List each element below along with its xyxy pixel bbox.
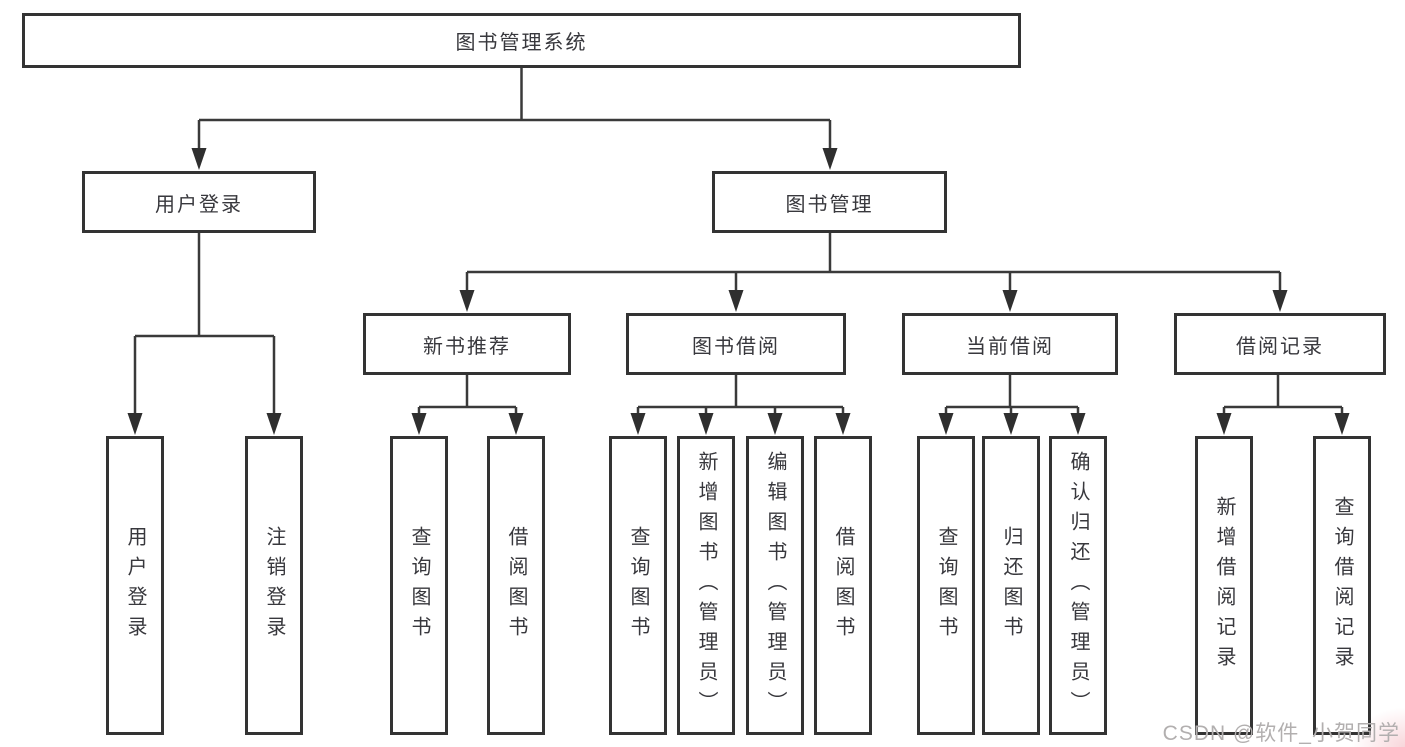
- node-new-book-recommend: 新书推荐: [363, 313, 571, 375]
- leaf-query-borrow-record: 查询借阅记录: [1313, 436, 1371, 735]
- node-label: 查询图书: [408, 525, 430, 646]
- leaf-user-login: 用户登录: [106, 436, 164, 735]
- csdn-watermark: CSDN @软件_小贺同学: [1162, 722, 1400, 745]
- node-label: 图书借阅: [692, 335, 780, 358]
- node-label: 图书管理: [785, 193, 874, 216]
- leaf-return-book: 归还图书: [982, 436, 1040, 735]
- leaf-add-borrow-record: 新增借阅记录: [1195, 436, 1253, 735]
- node-label: 新增借阅记录: [1213, 495, 1235, 676]
- node-borrow-records: 借阅记录: [1174, 313, 1386, 375]
- node-label: 新增图书（管理员）: [695, 450, 717, 721]
- node-label: 查询图书: [627, 525, 649, 646]
- node-label: 确认归还（管理员）: [1067, 450, 1089, 721]
- leaf-query-book: 查询图书: [917, 436, 975, 735]
- leaf-confirm-return-admin: 确认归还（管理员）: [1049, 436, 1107, 735]
- leaf-add-book-admin: 新增图书（管理员）: [677, 436, 735, 735]
- node-label: 借阅图书: [505, 525, 527, 646]
- leaf-edit-book-admin: 编辑图书（管理员）: [746, 436, 804, 735]
- node-label: 编辑图书（管理员）: [764, 450, 786, 721]
- leaf-borrow-book: 借阅图书: [487, 436, 545, 735]
- node-book-management: 图书管理: [712, 171, 947, 233]
- node-label: 新书推荐: [423, 335, 511, 358]
- leaf-borrow-book: 借阅图书: [814, 436, 872, 735]
- leaf-query-book: 查询图书: [609, 436, 667, 735]
- node-label: 借阅记录: [1236, 335, 1324, 358]
- node-label: 注销登录: [263, 525, 285, 646]
- node-root-system: 图书管理系统: [22, 13, 1021, 68]
- leaf-query-book: 查询图书: [390, 436, 448, 735]
- node-current-borrow: 当前借阅: [902, 313, 1118, 375]
- node-label: 用户登录: [155, 193, 243, 216]
- node-label: 借阅图书: [832, 525, 854, 646]
- node-label: 当前借阅: [966, 335, 1054, 358]
- node-label: 归还图书: [1000, 525, 1022, 646]
- node-label: 用户登录: [124, 525, 146, 646]
- node-book-borrow: 图书借阅: [626, 313, 846, 375]
- node-label: 查询借阅记录: [1331, 495, 1353, 676]
- node-user-login: 用户登录: [82, 171, 316, 233]
- leaf-logout: 注销登录: [245, 436, 303, 735]
- node-label: 图书管理系统: [455, 32, 588, 54]
- node-label: 查询图书: [935, 525, 957, 646]
